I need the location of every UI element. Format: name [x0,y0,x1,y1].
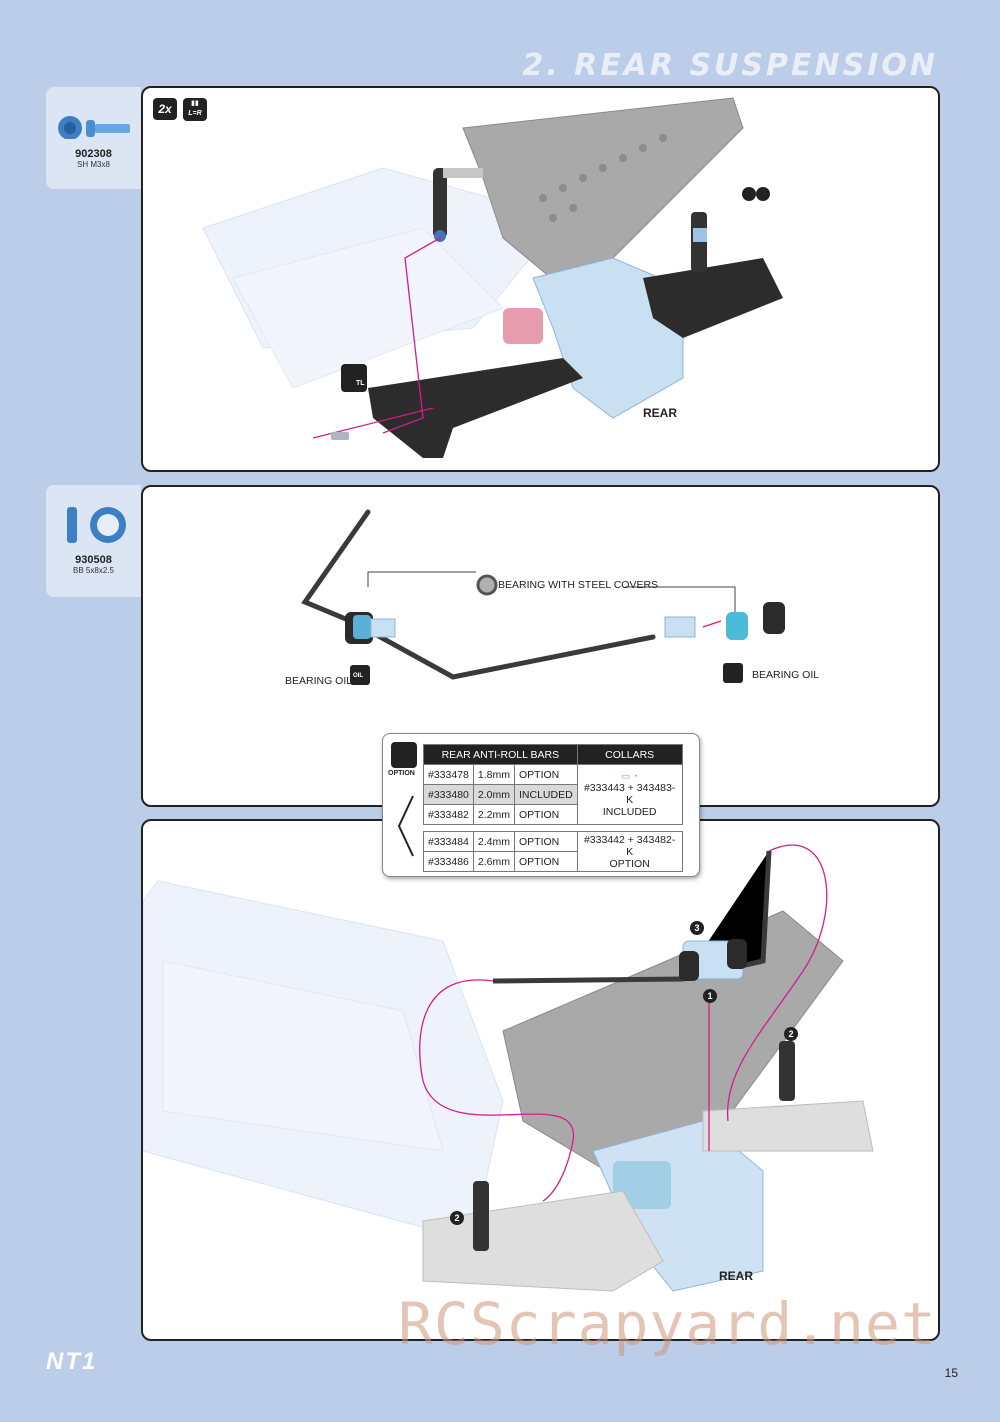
anti-roll-bar-table-box: OPTION REAR ANTI-ROLL BARS COLLARS #3334… [382,733,700,877]
part-box-screw: 902308 SH M3x8 [46,87,141,189]
product-logo: NT1 [46,1348,98,1375]
rear-label: REAR [719,1269,754,1283]
part-number: #333480 [423,784,474,805]
assembly-illustration [143,844,874,1292]
collar-icon: ▭ ◔ [621,771,638,781]
step-marker-2-left: 2 [450,1211,464,1225]
part-number: #333484 [423,831,474,852]
threadlock-label: TL [356,380,365,387]
part-number: #333486 [423,851,474,872]
oil-icon-label: OIL [353,673,363,679]
part-number: #333478 [423,764,474,785]
part-code: 930508 [75,554,112,566]
collar-status: INCLUDED [602,806,657,818]
bar-size: 2.4mm [472,831,515,852]
step-marker-1: 1 [703,989,717,1003]
thumbs-up-icon [391,742,417,768]
bar-status: OPTION [513,804,578,825]
part-desc: SH M3x8 [77,160,110,169]
bar-status: OPTION [513,764,578,785]
table-row: #333484 2.4mm OPTION #333442 + 343482-K … [423,831,683,872]
collar-part: #333442 + 343482-K [583,833,676,858]
watermark: RCScrapyard.net [398,1290,937,1358]
table-row: #333478 1.8mm OPTION ▭ ◔ #333443 + 34348… [423,764,683,825]
part-code: 902308 [75,148,112,160]
page-number: 15 [944,1366,958,1380]
bearing-icon [67,507,126,543]
bar-size: 2.2mm [472,804,515,825]
table-row: #333482 2.2mm OPTION [423,804,683,825]
anti-roll-bar-illustration [301,509,785,685]
bar-status: INCLUDED [513,784,578,805]
anti-roll-bar-table: REAR ANTI-ROLL BARS COLLARS #333478 1.8m… [423,744,683,872]
collar-cell-2: #333442 + 343482-K OPTION [576,831,683,872]
option-label: OPTION [388,770,415,777]
bracket-icon [397,795,414,857]
left-right-badge: ▮▮ L=R [183,98,207,121]
bearing-oil-right-label: BEARING OIL [752,669,820,681]
suspension-illustration [202,97,783,458]
lr-icon: ▮▮ [191,100,199,107]
bar-status: OPTION [513,851,578,872]
part-box-bearing: 930508 BB 5x8x2.5 [46,485,141,597]
step-panel-1: 2x ▮▮ L=R TL RE [141,86,940,472]
rear-label: REAR [643,406,678,420]
section-title: 2. REAR SUSPENSION [522,48,938,83]
header-bars: REAR ANTI-ROLL BARS [423,744,578,765]
collar-cell-1: ▭ ◔ #333443 + 343483-K INCLUDED [576,764,683,825]
screw-icon [58,116,130,140]
lr-label: L=R [188,110,202,117]
bar-size: 2.6mm [472,851,515,872]
step-marker-3: 3 [690,921,704,935]
bar-size: 2.0mm [472,784,515,805]
table-row: #333480 2.0mm INCLUDED [423,784,683,805]
bearing-oil-left-label: BEARING OIL [285,675,353,687]
header-collars: COLLARS [576,744,683,765]
part-number: #333482 [423,804,474,825]
bar-size: 1.8mm [472,764,515,785]
quantity-badge: 2x [153,98,177,120]
table-row: #333486 2.6mm OPTION [423,851,683,872]
collar-part: #333443 + 343483-K [583,782,676,806]
bar-status: OPTION [513,831,578,852]
part-desc: BB 5x8x2.5 [73,566,114,575]
step-panel-3: 1 2 2 3 REAR [141,819,940,1341]
bearing-steel-covers-label: BEARING WITH STEEL COVERS [498,579,659,591]
collar-status: OPTION [609,857,650,870]
step-marker-2-right: 2 [784,1027,798,1041]
